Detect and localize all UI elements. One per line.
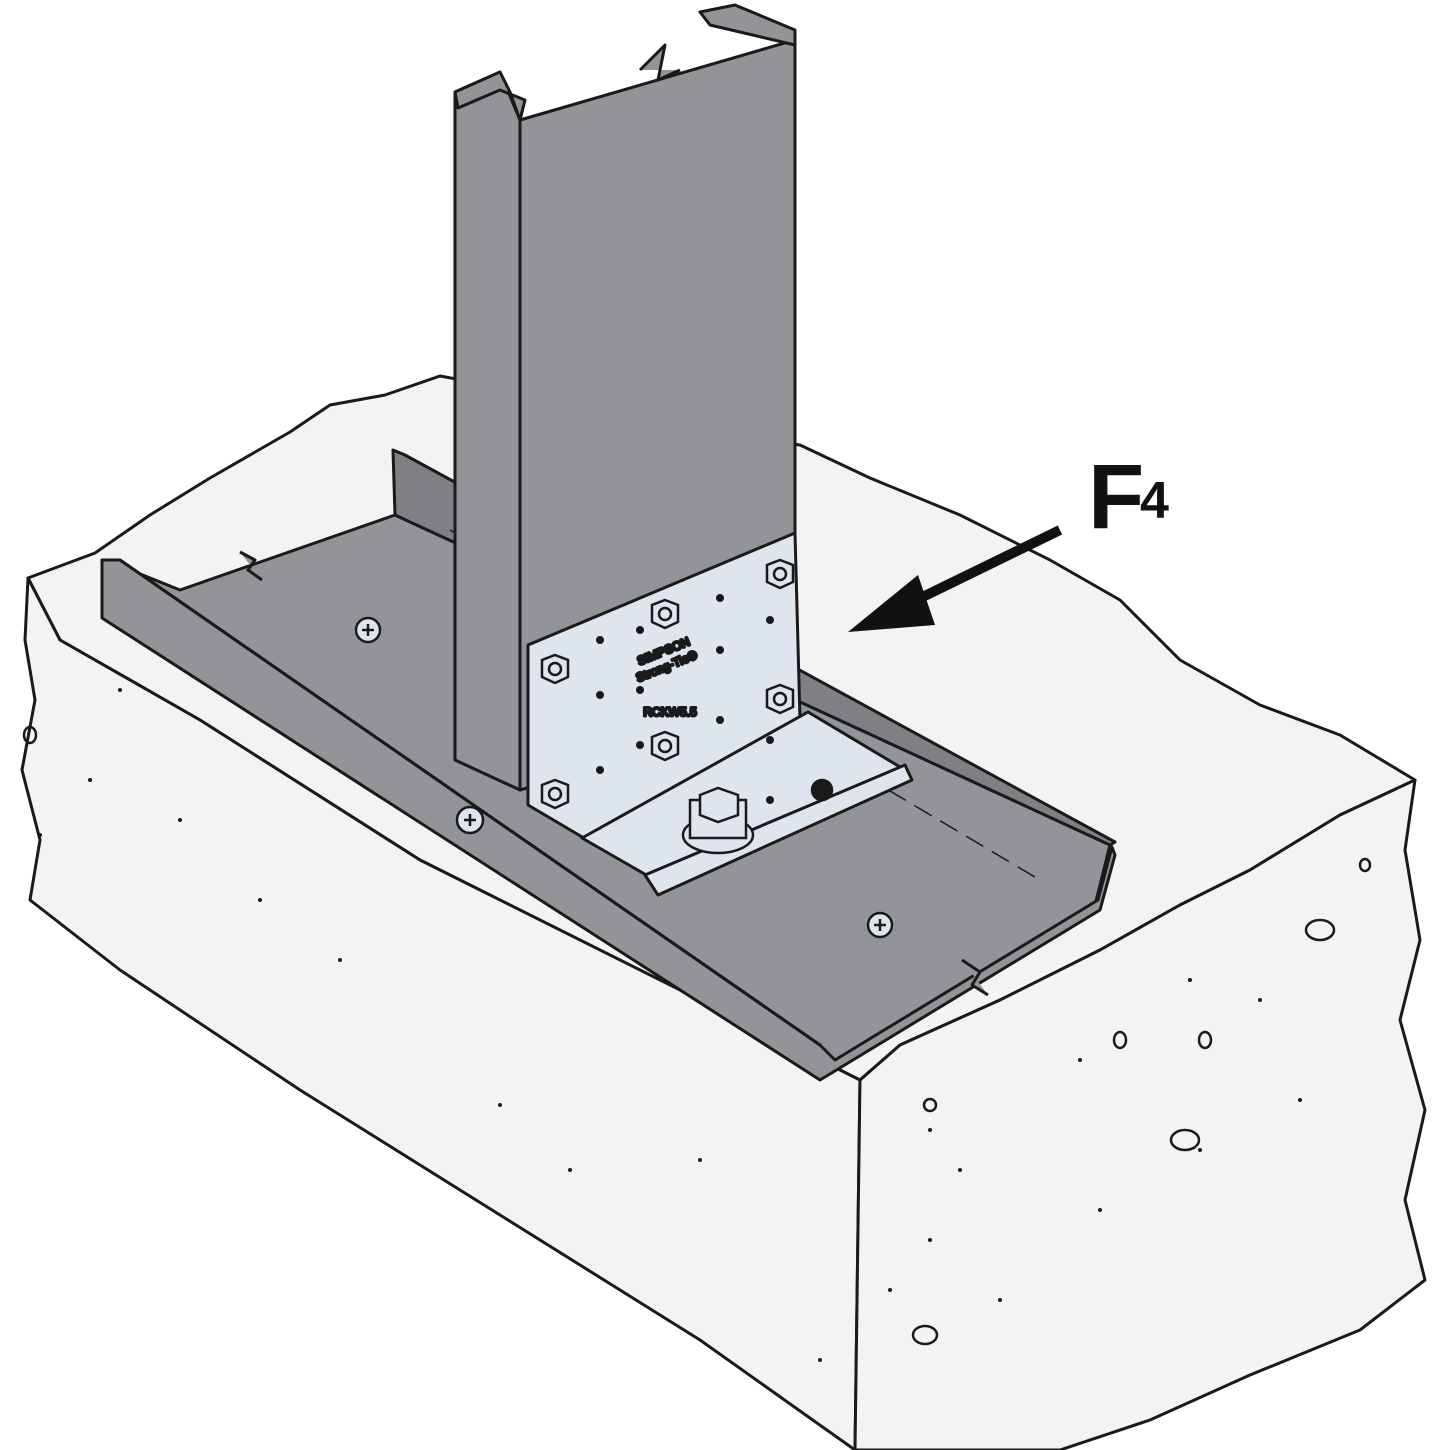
anchor-hole — [810, 778, 834, 802]
hex-bolt-icon — [540, 653, 570, 685]
screw-icon — [354, 616, 382, 644]
anchor-bolt-icon — [681, 786, 755, 855]
stud-lip-left — [453, 70, 527, 122]
arrow-icon — [848, 575, 935, 632]
screw-icon — [866, 911, 894, 939]
angle-bracket: SIMPSON Strong-Tie® RCKW5.5 — [526, 531, 914, 897]
aggregate-stones — [22, 725, 1372, 1346]
hex-bolt-icon — [765, 683, 795, 715]
force-arrow: F 4 — [848, 446, 1169, 632]
stud-break — [638, 43, 681, 82]
bracket-stiffener — [643, 763, 914, 897]
track-break-left — [239, 550, 263, 582]
hex-bolt-icon — [765, 558, 795, 590]
arrow-shaft — [897, 525, 1063, 613]
stud-side-flange — [453, 70, 522, 792]
hex-bolt-icon — [650, 598, 680, 630]
fasteners — [354, 558, 894, 939]
track-fold-line — [119, 558, 821, 1047]
hex-bolt-icon — [540, 778, 570, 810]
track-break-right — [961, 958, 989, 997]
model-number: RCKW5.5 — [643, 705, 697, 719]
concrete-right-face — [853, 778, 1427, 1450]
aggregate-dots — [38, 688, 1302, 1362]
stud-lip-right — [698, 3, 797, 47]
concrete-left-face — [20, 576, 862, 1450]
force-label-letter: F — [1088, 446, 1144, 548]
hex-bolt-icon — [650, 730, 680, 762]
bracket-holes — [596, 594, 774, 804]
force-label-subscript: 4 — [1140, 472, 1169, 530]
screw-icon — [455, 805, 485, 835]
